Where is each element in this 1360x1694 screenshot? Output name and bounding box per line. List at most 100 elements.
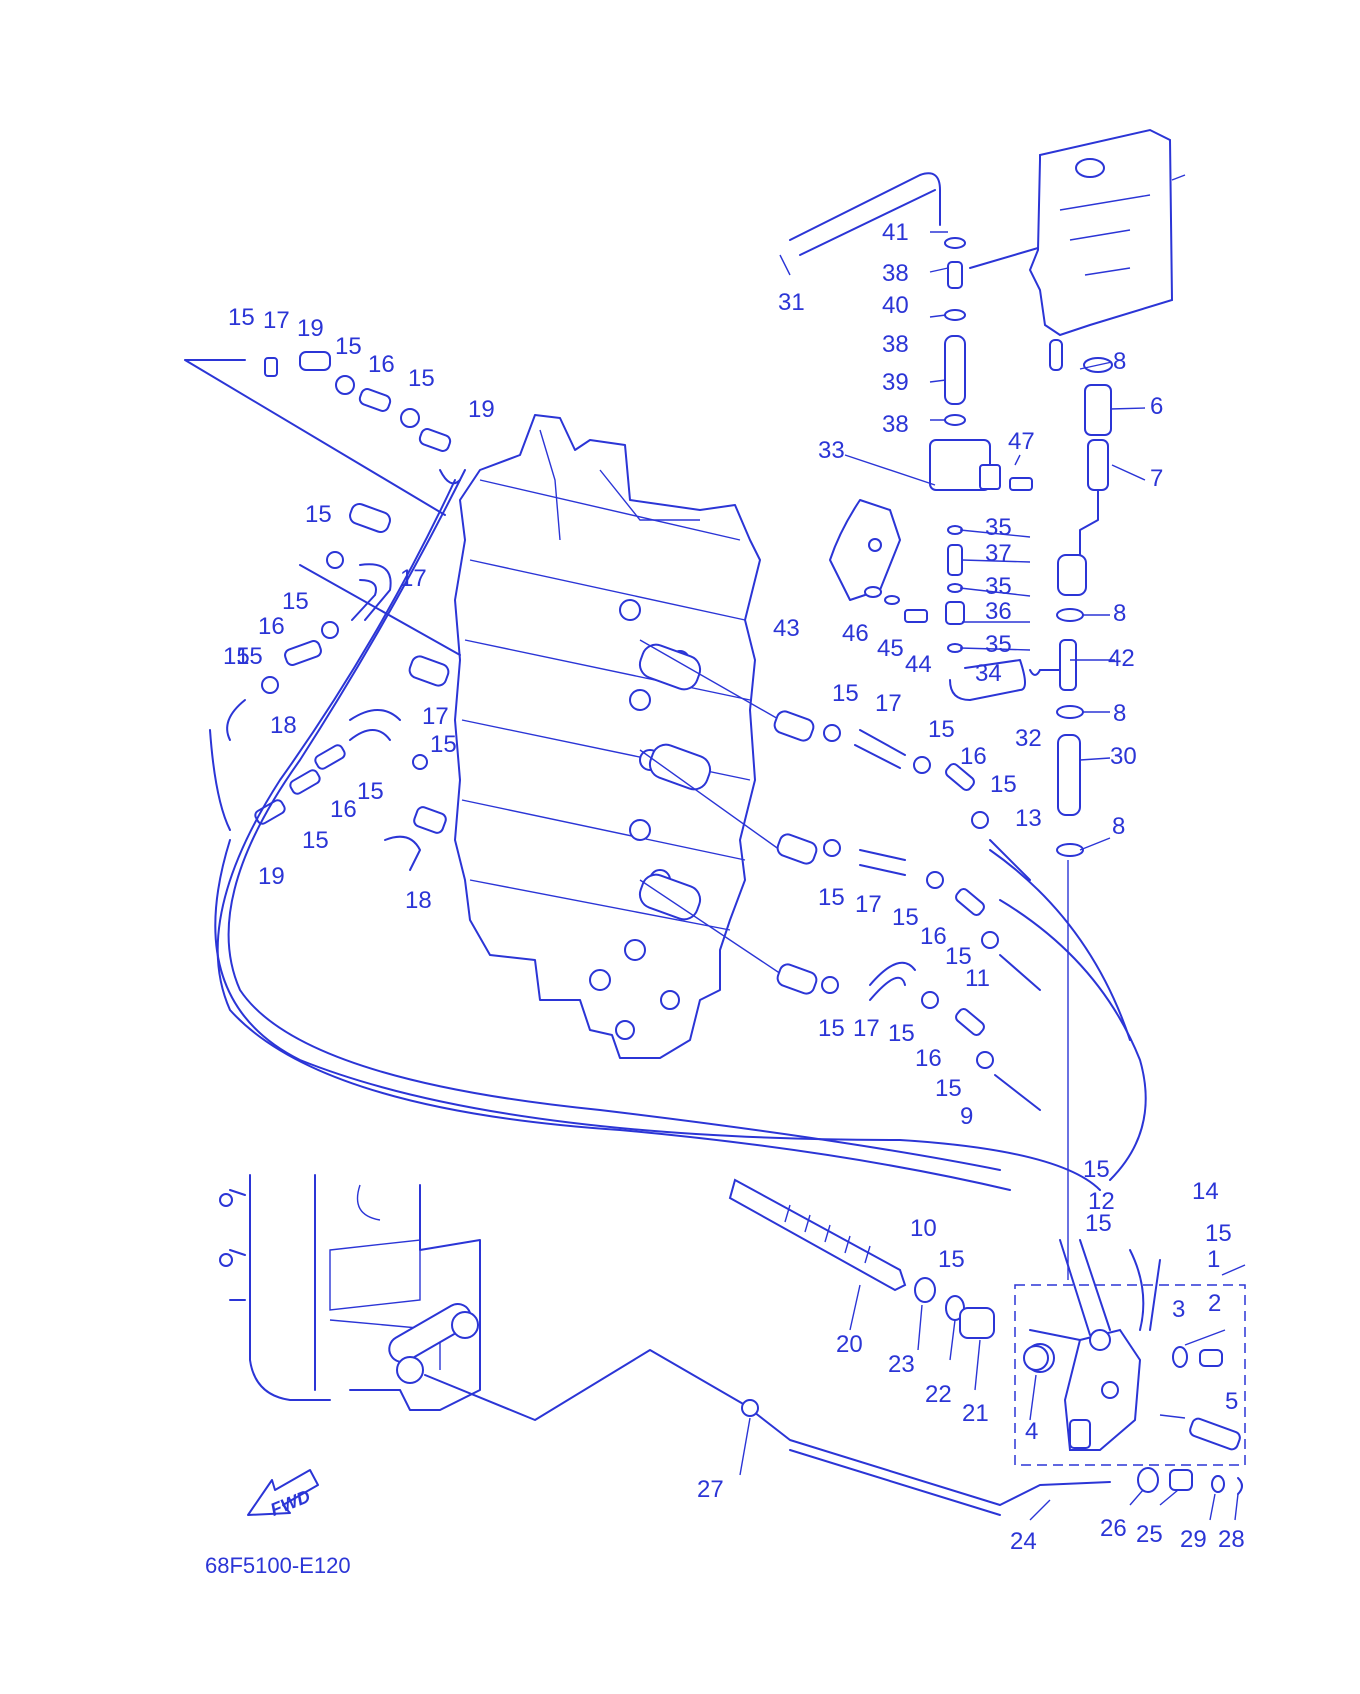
callout-label: 8 bbox=[1112, 813, 1126, 840]
callout-label: 19 bbox=[468, 396, 495, 423]
vent-hose-41 bbox=[789, 172, 941, 241]
callout-label: 16 bbox=[258, 613, 285, 640]
callout-label: 17 bbox=[855, 891, 882, 918]
callout-label: 8 bbox=[1113, 600, 1127, 627]
link-rod-24 bbox=[424, 1349, 1111, 1506]
callout-label: 29 bbox=[1180, 1526, 1207, 1553]
callout-label: 42 bbox=[1108, 645, 1135, 672]
callout-label: 16 bbox=[915, 1045, 942, 1072]
callout-label: 25 bbox=[1136, 1521, 1163, 1548]
callout-label: 8 bbox=[1113, 700, 1127, 727]
callout-label: 15 bbox=[990, 771, 1017, 798]
callout-label: 15 bbox=[236, 643, 263, 670]
callout-label: 37 bbox=[985, 540, 1012, 567]
callout-label: 15 bbox=[892, 904, 919, 931]
callout-label: 16 bbox=[960, 743, 987, 770]
callout-label: 17 bbox=[422, 703, 449, 730]
callout-label: 15 bbox=[305, 501, 332, 528]
callout-label: 15 bbox=[408, 365, 435, 392]
drive-shaft bbox=[728, 1178, 1049, 1371]
diagram-code: 68F5100-E120 bbox=[205, 1553, 351, 1578]
callout-label: 18 bbox=[270, 712, 297, 739]
oil-line-right bbox=[1039, 357, 1113, 1280]
callout-label: 40 bbox=[882, 292, 909, 319]
callout-label: 13 bbox=[1015, 805, 1042, 832]
callout-label: 15 bbox=[832, 680, 859, 707]
callout-label: 19 bbox=[297, 315, 324, 342]
leader-lines bbox=[739, 231, 1246, 1521]
callout-label: 11 bbox=[965, 965, 990, 992]
callout-label: 15 bbox=[1085, 1210, 1112, 1237]
callout-label: 15 bbox=[223, 643, 250, 670]
lower-engine-section bbox=[219, 1174, 481, 1411]
valve-assembly bbox=[829, 439, 1033, 623]
callout-label: 26 bbox=[1100, 1515, 1127, 1542]
callout-label: 15 bbox=[945, 943, 972, 970]
callout-label: 3 bbox=[1172, 1296, 1186, 1323]
callout-label: 15 bbox=[1083, 1156, 1110, 1183]
callout-label: 45 bbox=[877, 635, 904, 662]
callout-label: 23 bbox=[888, 1351, 915, 1378]
callout-label: 32 bbox=[1015, 725, 1042, 752]
callout-label: 15 bbox=[430, 731, 457, 758]
callout-label: 15 bbox=[357, 778, 384, 805]
callout-label: 35 bbox=[985, 631, 1012, 658]
callout-label: 41 bbox=[882, 219, 909, 246]
cylinder-block bbox=[454, 414, 761, 1059]
callout-label: 17 bbox=[875, 690, 902, 717]
callout-label: 1 bbox=[1207, 1246, 1221, 1273]
oil-tank bbox=[969, 128, 1186, 371]
long-hoses bbox=[214, 469, 1147, 1191]
callout-label: 12 bbox=[1088, 1188, 1115, 1215]
callout-label: 16 bbox=[368, 351, 395, 378]
callout-label: 7 bbox=[1150, 465, 1164, 492]
callout-label: 4 bbox=[1025, 1418, 1039, 1445]
callout-label: 21 bbox=[962, 1400, 989, 1427]
callout-label: 39 bbox=[882, 369, 909, 396]
callout-label: 15 bbox=[938, 1246, 965, 1273]
callout-label: 31 bbox=[778, 289, 805, 316]
callout-label: 5 bbox=[1225, 1388, 1239, 1415]
callout-label: 16 bbox=[330, 796, 357, 823]
callout-label: 15 bbox=[818, 884, 845, 911]
callout-label: 43 bbox=[773, 615, 800, 642]
block-bosses bbox=[589, 599, 712, 1040]
callout-label: 35 bbox=[985, 573, 1012, 600]
callout-label: 15 bbox=[928, 716, 955, 743]
callout-label: 15 bbox=[888, 1020, 915, 1047]
callout-label: 33 bbox=[818, 437, 845, 464]
callout-label: 10 bbox=[910, 1215, 937, 1242]
callout-label: 20 bbox=[836, 1331, 863, 1358]
callout-label: 18 bbox=[405, 887, 432, 914]
callout-label: 46 bbox=[842, 620, 869, 647]
callout-label: 17 bbox=[263, 307, 290, 334]
callout-label: 15 bbox=[935, 1075, 962, 1102]
callout-label: 9 bbox=[960, 1103, 974, 1130]
callout-label: 8 bbox=[1113, 348, 1127, 375]
callout-label: 38 bbox=[882, 331, 909, 358]
callout-label: 38 bbox=[882, 260, 909, 287]
left-hoses bbox=[184, 351, 461, 871]
callout-label: 15 bbox=[818, 1015, 845, 1042]
callout-label: 35 bbox=[985, 514, 1012, 541]
callout-label: 2 bbox=[1208, 1290, 1222, 1317]
callout-label: 24 bbox=[1010, 1528, 1037, 1555]
callout-label: 34 bbox=[975, 660, 1002, 687]
callout-label: 15 bbox=[302, 827, 329, 854]
callout-label: 28 bbox=[1218, 1526, 1245, 1553]
callout-label: 19 bbox=[258, 863, 285, 890]
callout-label: 30 bbox=[1110, 743, 1137, 770]
callout-label: 17 bbox=[853, 1015, 880, 1042]
callout-label: 6 bbox=[1150, 393, 1164, 420]
callout-label: 38 bbox=[882, 411, 909, 438]
fwd-arrow-icon bbox=[247, 1469, 319, 1516]
callout-label: 14 bbox=[1192, 1178, 1219, 1205]
callout-label: 44 bbox=[905, 651, 932, 678]
callout-label: 15 bbox=[1205, 1220, 1232, 1247]
callout-label: 15 bbox=[335, 333, 362, 360]
callout-label: 15 bbox=[282, 588, 309, 615]
callout-label: 47 bbox=[1008, 428, 1035, 455]
fittings-stack bbox=[944, 237, 966, 426]
